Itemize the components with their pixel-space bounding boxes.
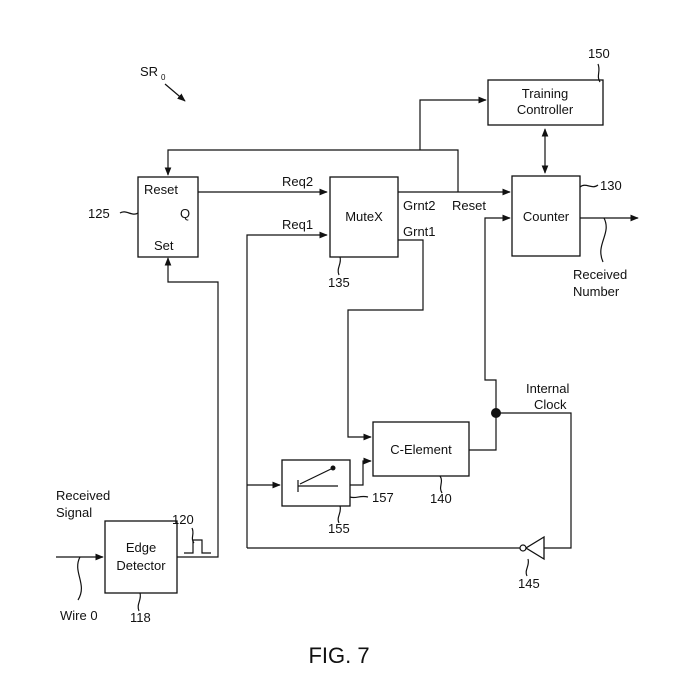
wire-edge-to-set [164,257,219,558]
edge-detector-ref: 118 [130,610,151,625]
internal-clock-line2: Clock [534,397,567,412]
received-number-line2: Number [573,284,620,299]
edge-detector-label-line2: Detector [116,558,166,573]
req1-label: Req1 [282,217,313,232]
wire-req1 [246,231,328,548]
pulse-icon [184,539,211,554]
mutex-label: MuteX [345,209,383,224]
edge-detector-label-line1: Edge [126,540,156,555]
wire-switch-out [350,457,372,486]
training-controller-box [487,79,604,126]
training-controller-label-line2: Controller [517,102,574,117]
received-signal-line1: Received [56,488,110,503]
wire-clock-to-inverter [496,412,572,549]
internal-clock-junction [491,408,501,418]
c-element-box [372,421,470,477]
c-element-label: C-Element [390,442,452,457]
flip-flop-set-label: Set [154,238,174,253]
counter-label: Counter [523,209,570,224]
received-number-leader [600,217,607,263]
flip-flop-ref: 125 [88,206,110,221]
inverter-ref: 145 [518,576,540,591]
training-controller-ref: 150 [588,46,610,61]
figure-caption: FIG. 7 [308,643,369,668]
grnt2-label: Grnt2 [403,198,436,213]
req2-label: Req2 [282,174,313,189]
c-element-ref: 140 [430,491,452,506]
internal-clock-line1: Internal [526,381,569,396]
flip-flop-q-label: Q [180,206,190,221]
switch-ref: 155 [328,521,350,536]
received-number-line1: Received [573,267,627,282]
wire-reset-feedback [164,149,459,192]
switch-box [281,459,351,507]
wire0-leader [77,556,83,601]
received-signal-line2: Signal [56,505,92,520]
training-controller-label-line1: Training [522,86,568,101]
circuit-label: SR [140,64,158,79]
wire-to-training [419,96,487,150]
flip-flop-box [137,176,199,258]
wire0-label: Wire 0 [60,608,98,623]
switch-node-ref: 157 [372,490,394,505]
wire-grnt1 [347,239,424,441]
flip-flop-reset-label: Reset [144,182,178,197]
wire-clock-to-counter [484,214,511,413]
inverter-icon [519,535,545,561]
counter-ref: 130 [600,178,622,193]
circuit-label-subscript: 0 [161,73,166,82]
ref-leaders [119,63,601,612]
pulse-ref: 120 [172,512,194,527]
wires [56,96,639,601]
switch-icon [297,465,338,492]
counter-reset-label: Reset [452,198,486,213]
mutex-box [329,176,399,258]
counter-box [511,175,581,257]
mutex-ref: 135 [328,275,350,290]
grnt1-label: Grnt1 [403,224,436,239]
wire-celement-out [469,413,497,451]
edge-detector-box [104,520,178,594]
